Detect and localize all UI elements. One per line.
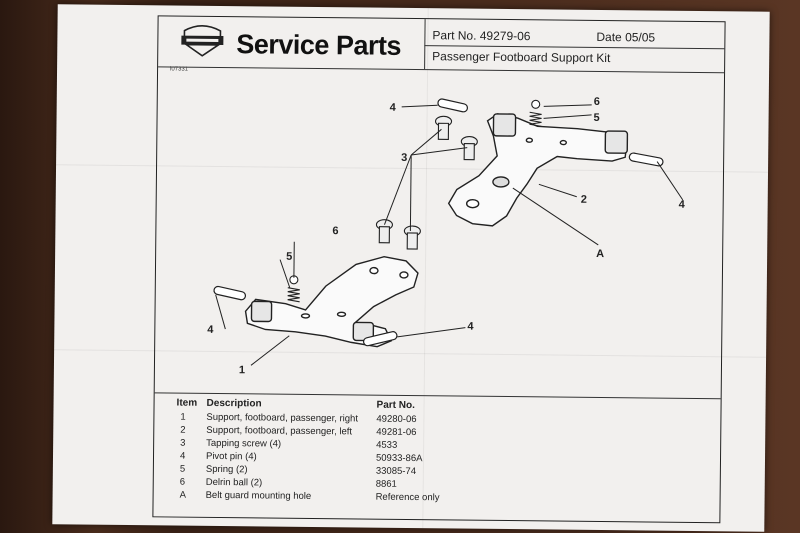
harley-davidson-logo-icon bbox=[181, 25, 224, 57]
tapping-screw-illustrations bbox=[375, 115, 478, 250]
column-header-item: Item bbox=[176, 397, 198, 409]
exploded-parts-diagram: 4 6 5 3 2 4 A 6 5 4 4 1 bbox=[207, 96, 686, 376]
part-number: Part No. 49279-06 bbox=[432, 28, 531, 44]
row-item: 4 bbox=[179, 450, 186, 462]
callout-1: 1 bbox=[239, 364, 245, 376]
callout-3: 3 bbox=[401, 152, 407, 164]
row-item: 1 bbox=[180, 411, 186, 423]
row-description: Support, footboard, passenger, left bbox=[206, 424, 353, 438]
column-header-description: Description bbox=[206, 397, 262, 410]
row-part-no: Reference only bbox=[375, 491, 440, 504]
document-header: Service Parts Part No. 49279-06 Date 05/… bbox=[158, 16, 725, 74]
row-part-no: 49280-06 bbox=[376, 413, 417, 426]
header-bottom-rule bbox=[158, 66, 725, 74]
callout-4-lower: 4 bbox=[467, 321, 474, 333]
callout-a: A bbox=[596, 248, 604, 260]
kit-name: Passenger Footboard Support Kit bbox=[432, 49, 611, 66]
callout-6-lower: 6 bbox=[332, 225, 338, 237]
row-part-no: 49281-06 bbox=[376, 426, 417, 439]
row-item: A bbox=[179, 489, 187, 501]
support-right-illustration bbox=[447, 113, 629, 227]
document-date: Date 05/05 bbox=[596, 29, 656, 45]
callout-5-lower: 5 bbox=[286, 251, 292, 263]
row-part-no: 33085-74 bbox=[375, 465, 417, 478]
spring-and-ball-illustrations bbox=[287, 99, 542, 303]
pivot-pin-illustrations bbox=[213, 98, 664, 347]
row-description: Tapping screw (4) bbox=[206, 437, 282, 450]
row-part-no: 50933-86A bbox=[375, 452, 423, 465]
row-item: 5 bbox=[179, 463, 186, 475]
callout-4-left: 4 bbox=[207, 324, 214, 336]
row-item: 3 bbox=[180, 437, 186, 449]
callout-5-upper: 5 bbox=[594, 112, 600, 124]
page-title: Service Parts bbox=[236, 29, 402, 61]
parts-list-table: Item Description Part No. 1 Support, foo… bbox=[153, 392, 721, 522]
callout-4-right: 4 bbox=[679, 199, 686, 211]
row-item: 2 bbox=[180, 424, 186, 436]
row-item: 6 bbox=[179, 476, 186, 488]
row-description: Belt guard mounting hole bbox=[205, 489, 312, 502]
callout-6-upper: 6 bbox=[594, 96, 600, 108]
row-part-no: 4533 bbox=[376, 439, 398, 451]
callout-2: 2 bbox=[581, 194, 587, 206]
row-description: Pivot pin (4) bbox=[205, 450, 257, 463]
header-divider bbox=[424, 19, 426, 70]
document-frame: Service Parts Part No. 49279-06 Date 05/… bbox=[152, 15, 726, 524]
service-parts-sheet: Service Parts Part No. 49279-06 Date 05/… bbox=[52, 4, 770, 532]
callout-leader-lines bbox=[215, 104, 684, 366]
column-header-part-no: Part No. bbox=[376, 399, 415, 412]
callout-4-upper: 4 bbox=[390, 102, 397, 114]
row-description: Support, footboard, passenger, right bbox=[206, 411, 359, 425]
row-description: Delrin ball (2) bbox=[205, 476, 263, 489]
row-description: Spring (2) bbox=[205, 463, 248, 476]
row-part-no: 8861 bbox=[375, 478, 397, 490]
